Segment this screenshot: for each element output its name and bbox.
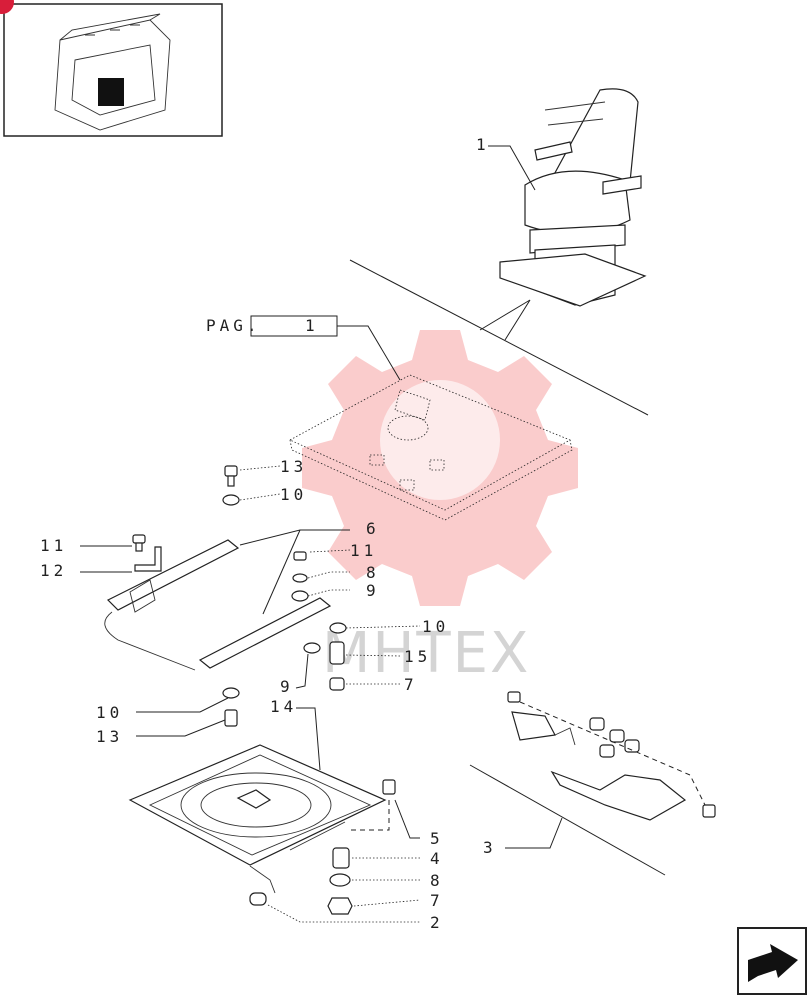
release-lever [249,865,276,894]
callout-13-bottom[interactable]: 13 [96,727,123,746]
washer-8-lower [329,873,351,887]
washer-9-lower [303,642,321,654]
arrow-icon [748,944,798,982]
page-ref-prefix: PAG. [206,316,261,335]
nut-7-mid [329,677,345,691]
next-page-button[interactable] [737,927,807,995]
callout-2[interactable]: 2 [430,913,444,932]
callout-4[interactable]: 4 [430,849,444,868]
callout-13-top[interactable]: 13 [280,457,307,476]
callout-5[interactable]: 5 [430,829,444,848]
callout-10-right[interactable]: 10 [422,617,449,636]
callout-15[interactable]: 15 [404,647,431,666]
lever-knob [249,892,267,906]
callout-8-mid[interactable]: 8 [366,563,380,582]
callout-14[interactable]: 14 [270,697,297,716]
bolt-13-top [224,465,238,487]
callout-11-left[interactable]: 11 [40,536,67,555]
page-ref-leader [337,325,401,381]
callout-6[interactable]: 6 [366,519,380,538]
bolt-11-mid [293,551,307,561]
spacer-15 [329,641,345,665]
spacer-4 [332,847,350,869]
tractor-cab-thumbnail [0,0,223,137]
belt-divider-line [469,764,666,876]
seat-base-plate [289,374,573,521]
callout-10-bottom[interactable]: 10 [96,703,123,722]
nut-7-lower [327,897,353,915]
bracket-12 [134,546,162,572]
callout-10-top[interactable]: 10 [280,485,307,504]
callout-8-lower[interactable]: 8 [430,871,444,890]
bolt-13-bottom [224,709,238,727]
washer-8-mid [292,573,308,583]
callout-3[interactable]: 3 [483,838,497,857]
callout-9-mid[interactable]: 9 [366,581,380,600]
callout-1[interactable]: 1 [476,135,490,154]
callout-9-lower[interactable]: 9 [280,677,294,696]
washer-10-right [329,622,347,634]
callout-11-mid[interactable]: 11 [350,541,377,560]
page-ref-number: 1 [305,316,319,335]
section-pointer-line [479,299,531,341]
bolt-5 [382,779,396,795]
seat-belt-assembly [507,691,716,821]
swivel-base-plate [128,744,387,866]
callout-12[interactable]: 12 [40,561,67,580]
seat-assembly [499,88,647,307]
callout-7-lower[interactable]: 7 [430,891,444,910]
corner-marker-icon [0,0,14,14]
watermark-text: MHTEX [322,621,530,686]
washer-9-mid [291,590,309,602]
section-divider-line [349,259,649,416]
washer-10-top [222,494,240,506]
watermark-gear-logo [302,330,578,606]
page-ref-box[interactable] [250,315,338,337]
callout-7-mid[interactable]: 7 [404,675,418,694]
seat-slide-rails [104,539,332,671]
washer-10-bottom [222,687,240,699]
bolt-11-left [132,534,146,552]
